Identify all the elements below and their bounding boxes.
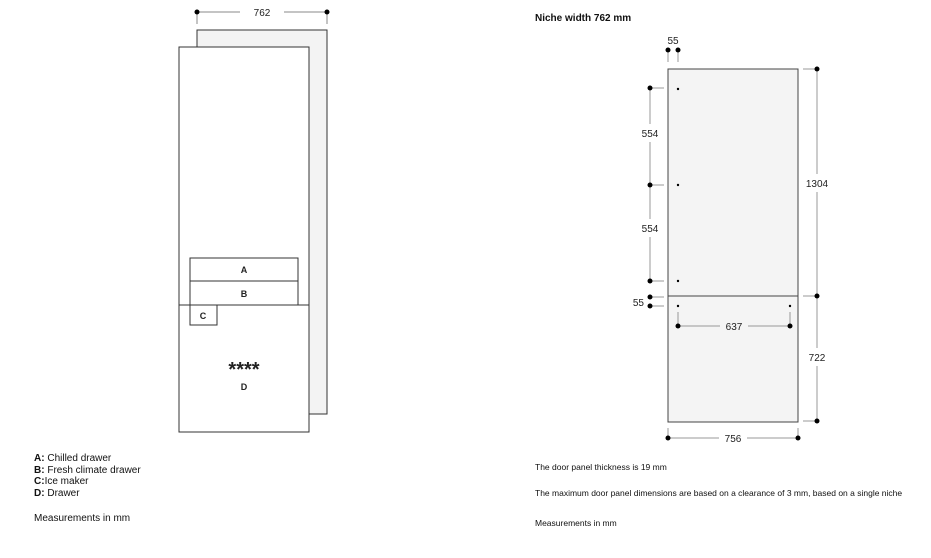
hinge-spacing-1-label: 554	[642, 129, 659, 140]
dimension-dots	[647, 47, 820, 441]
handle-point	[788, 304, 792, 308]
width-dimension-label: 762	[254, 8, 271, 19]
panel-thickness-note: The door panel thickness is 19 mm	[535, 462, 667, 472]
dimension-dot	[194, 9, 200, 15]
left-appliance-diagram	[178, 9, 330, 433]
hinge-point	[676, 183, 680, 187]
drawer-a-label: A	[241, 265, 248, 275]
hinge-spacing-2-label: 554	[642, 224, 659, 235]
clearance-note: The maximum door panel dimensions are ba…	[535, 488, 903, 498]
dimension-dot	[324, 9, 330, 15]
energy-rating-stars: ****	[228, 359, 259, 381]
door-panel-diagram	[649, 50, 818, 439]
niche-title: Niche width 762 mm	[535, 13, 632, 24]
handle-point	[676, 304, 680, 308]
legend-item: C:Ice maker	[34, 476, 89, 487]
lower-height-label: 722	[809, 353, 826, 364]
units-note: Measurements in mm	[34, 513, 131, 524]
ice-maker-c-label: C	[200, 311, 207, 321]
top-offset-label: 55	[667, 36, 679, 47]
legend-item: D: Drawer	[34, 487, 80, 499]
ice-maker-c	[189, 304, 218, 326]
panel-width-label: 756	[725, 434, 742, 445]
total-height-label: 1304	[806, 179, 829, 190]
gap-label: 55	[633, 298, 645, 309]
door-panel	[667, 68, 799, 423]
legend: A: Chilled drawer B: Fresh climate drawe…	[34, 453, 141, 525]
appliance-front	[178, 46, 310, 433]
handle-spacing-label: 637	[726, 322, 743, 333]
units-note-right: Measurements in mm	[535, 518, 617, 528]
hinge-point	[676, 279, 680, 283]
drawer-b-label: B	[241, 289, 248, 299]
legend-item: A: Chilled drawer	[34, 453, 112, 464]
legend-item: B: Fresh climate drawer	[34, 464, 141, 476]
drawer-d-label: D	[241, 382, 248, 392]
hinge-point	[676, 87, 680, 91]
